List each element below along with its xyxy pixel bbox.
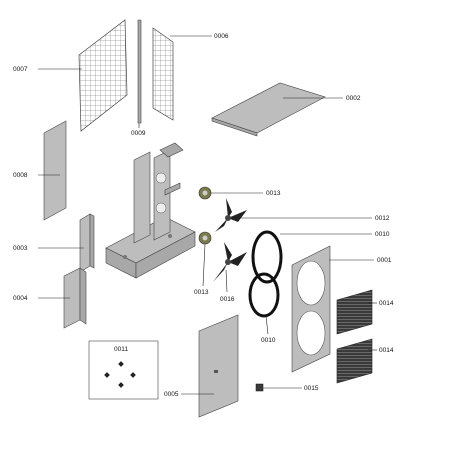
label-group-0010-lower: 0010 <box>261 315 276 344</box>
label-group-0014-upper: 0014 <box>368 300 394 307</box>
label-group-0004: 0004 <box>13 295 70 302</box>
fan-shroud-ring-upper <box>251 230 283 284</box>
part-label: 0002 <box>346 95 361 102</box>
part-label: 0008 <box>13 172 28 179</box>
frame-assembly <box>105 142 196 279</box>
fan-blade-lower <box>213 242 247 282</box>
part-label: 0015 <box>304 385 319 392</box>
part-label: 0016 <box>220 296 235 303</box>
label-group-0013-lower: 0013 <box>194 243 209 296</box>
lower-bracket <box>63 267 87 329</box>
label-group-0005: 0005 <box>164 391 214 398</box>
label-group-0014-lower: 0014 <box>368 347 394 354</box>
label-group-0006: 0006 <box>170 33 229 40</box>
label-group-0002: 0002 <box>283 95 361 102</box>
label-group-0011: 0011 <box>114 346 128 353</box>
label-group-0010-upper: 0010 <box>280 231 390 238</box>
hardware-kit-box <box>88 340 159 400</box>
fan-motor-upper <box>198 186 212 200</box>
label-group-0008: 0008 <box>13 172 60 179</box>
label-group-0013-upper: 0013 <box>210 190 281 197</box>
front-panel <box>198 314 239 418</box>
label-group-0007: 0007 <box>13 66 82 73</box>
part-label: 0004 <box>13 295 28 302</box>
label-group-0015: 0015 <box>263 385 319 392</box>
part-label: 0014 <box>379 347 394 354</box>
side-panel <box>43 120 67 221</box>
support-rod <box>137 19 142 124</box>
part-label: 0013 <box>194 289 209 296</box>
fan-shroud-ring-lower <box>248 272 280 318</box>
part-label: 0007 <box>13 66 28 73</box>
label-group-0012: 0012 <box>236 215 390 222</box>
part-label: 0013 <box>266 190 281 197</box>
wire-mesh-panel-right <box>152 27 174 121</box>
part-label: 0009 <box>131 130 146 137</box>
top-cover-plate <box>211 82 326 137</box>
part-label: 0012 <box>375 215 390 222</box>
wire-mesh-panel-left <box>78 19 128 132</box>
small-component <box>255 383 264 392</box>
fan-blade-upper <box>215 198 247 232</box>
label-group-0009: 0009 <box>131 123 146 137</box>
fan-grille-lower <box>336 338 373 384</box>
corner-bracket <box>79 213 95 273</box>
part-label: 0001 <box>377 257 392 264</box>
part-label: 0010 <box>261 337 276 344</box>
fan-grille-upper <box>336 289 373 335</box>
part-label: 0003 <box>13 245 28 252</box>
fan-panel <box>291 245 331 373</box>
part-label: 0010 <box>375 231 390 238</box>
part-label: 0011 <box>114 346 128 353</box>
part-label: 0014 <box>379 300 394 307</box>
part-label: 0005 <box>164 391 179 398</box>
part-label: 0006 <box>214 33 229 40</box>
fan-motor-lower <box>198 231 212 245</box>
label-group-0003: 0003 <box>13 245 84 252</box>
label-group-0001: 0001 <box>329 257 392 264</box>
label-group-0016: 0016 <box>220 269 235 303</box>
